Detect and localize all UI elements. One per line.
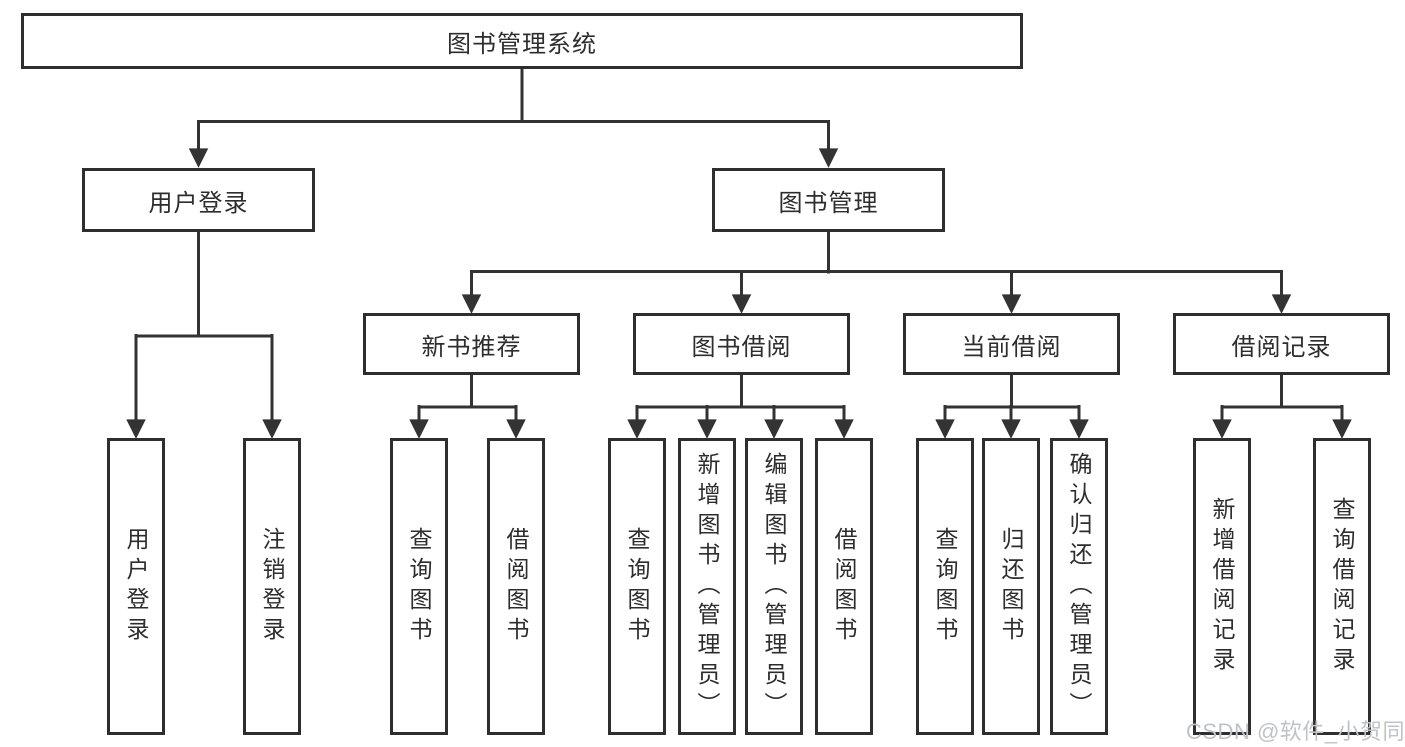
node-book-management-system: 图书管理系统 bbox=[21, 13, 1023, 69]
connector-new-book-group bbox=[409, 372, 526, 439]
leaf-return-books: 归还图书 bbox=[982, 438, 1040, 735]
connector-book-borrow-group bbox=[627, 372, 854, 439]
connector-book-management-to-level3 bbox=[461, 229, 1292, 314]
connector-user-login-group bbox=[126, 229, 282, 439]
leaf-user-login: 用户登录 bbox=[107, 438, 165, 735]
leaf-confirm-return-admin: 确认归还（管理员） bbox=[1050, 438, 1108, 735]
node-borrow-records: 借阅记录 bbox=[1173, 313, 1390, 375]
connector-root-to-level2 bbox=[188, 69, 839, 168]
leaf-current-query-books: 查询图书 bbox=[916, 438, 974, 735]
leaf-borrow-query-books: 查询图书 bbox=[608, 438, 666, 735]
leaf-add-books-admin: 新增图书（管理员） bbox=[678, 438, 736, 735]
leaf-add-borrow-record: 新增借阅记录 bbox=[1193, 438, 1251, 735]
node-new-book-recommend: 新书推荐 bbox=[363, 313, 580, 375]
leaf-borrow-books: 借阅图书 bbox=[815, 438, 873, 735]
node-user-login: 用户登录 bbox=[82, 168, 315, 232]
node-book-management: 图书管理 bbox=[712, 168, 945, 232]
node-current-borrow: 当前借阅 bbox=[903, 313, 1120, 375]
leaf-query-borrow-record: 查询借阅记录 bbox=[1313, 438, 1371, 735]
leaf-recommend-query-books: 查询图书 bbox=[390, 438, 448, 735]
connector-current-borrow-group bbox=[935, 372, 1089, 439]
leaf-edit-books-admin: 编辑图书（管理员） bbox=[745, 438, 803, 735]
leaf-recommend-borrow-books: 借阅图书 bbox=[487, 438, 545, 735]
node-book-borrow: 图书借阅 bbox=[633, 313, 850, 375]
connector-borrow-records-group bbox=[1212, 372, 1352, 439]
csdn-watermark: CSDN @软件_小贺同学 bbox=[1186, 719, 1405, 744]
leaf-logout: 注销登录 bbox=[243, 438, 301, 735]
